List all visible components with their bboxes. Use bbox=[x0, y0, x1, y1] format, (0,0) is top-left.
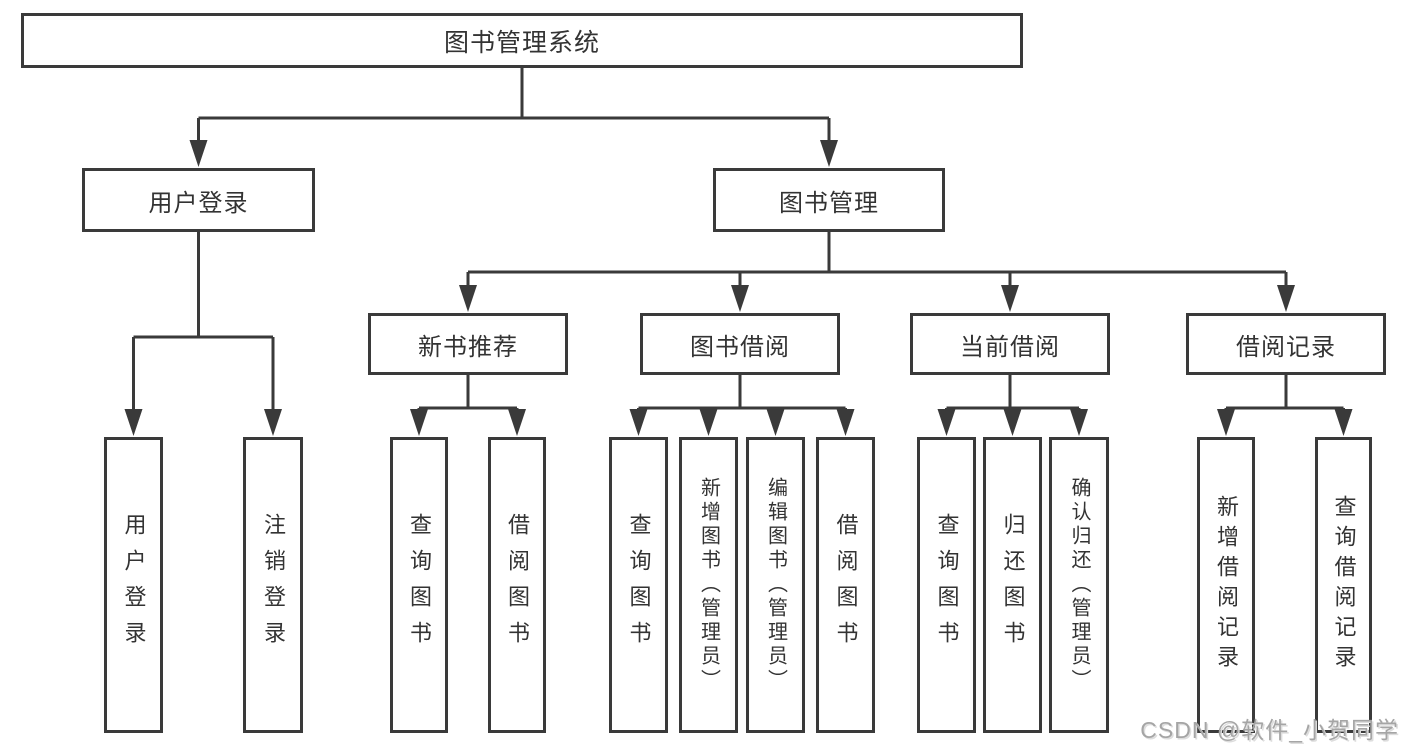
arrowhead-icon bbox=[1003, 409, 1022, 436]
arrowhead-icon bbox=[508, 409, 526, 436]
leaf-query-books-borrow: 查询图书 bbox=[609, 437, 668, 733]
arrowhead-icon bbox=[766, 409, 785, 436]
arrowhead-icon bbox=[189, 140, 208, 167]
arrowhead-icon bbox=[820, 140, 838, 167]
leaf-confirm-return-admin: 确认归还（管理员） bbox=[1049, 437, 1109, 733]
leaf-edit-books-admin: 编辑图书（管理员） bbox=[746, 437, 805, 733]
leaf-return-books: 归还图书 bbox=[983, 437, 1042, 733]
arrowhead-icon bbox=[629, 409, 648, 436]
node-root-library-system: 图书管理系统 bbox=[21, 13, 1023, 68]
arrowhead-icon bbox=[459, 285, 477, 312]
leaf-user-login: 用户登录 bbox=[104, 437, 163, 733]
leaf-add-borrow-record: 新增借阅记录 bbox=[1197, 437, 1255, 733]
arrowhead-icon bbox=[1001, 285, 1019, 312]
leaf-logout: 注销登录 bbox=[243, 437, 303, 733]
node-book-management: 图书管理 bbox=[713, 168, 945, 232]
node-user-login: 用户登录 bbox=[82, 168, 315, 232]
arrowhead-icon bbox=[264, 409, 282, 436]
arrowhead-icon bbox=[124, 409, 143, 436]
node-borrow-records: 借阅记录 bbox=[1186, 313, 1386, 375]
leaf-query-books-current: 查询图书 bbox=[917, 437, 976, 733]
arrowhead-icon bbox=[1070, 409, 1088, 436]
leaf-borrow-books-recommend: 借阅图书 bbox=[488, 437, 546, 733]
arrowhead-icon bbox=[699, 409, 718, 436]
arrowhead-icon bbox=[1277, 285, 1295, 312]
arrowhead-icon bbox=[731, 285, 749, 312]
leaf-add-books-admin: 新增图书（管理员） bbox=[679, 437, 738, 733]
leaf-query-books-recommend: 查询图书 bbox=[390, 437, 448, 733]
leaf-borrow-books-borrow: 借阅图书 bbox=[816, 437, 875, 733]
watermark: CSDN @软件_小贺同学 bbox=[1140, 717, 1399, 743]
node-new-book-recommend: 新书推荐 bbox=[368, 313, 568, 375]
node-current-borrow: 当前借阅 bbox=[910, 313, 1110, 375]
arrowhead-icon bbox=[937, 409, 956, 436]
arrowhead-icon bbox=[1334, 409, 1353, 436]
node-book-borrow: 图书借阅 bbox=[640, 313, 840, 375]
arrowhead-icon bbox=[1217, 409, 1235, 436]
leaf-query-borrow-record: 查询借阅记录 bbox=[1315, 437, 1372, 733]
arrowhead-icon bbox=[836, 409, 855, 436]
arrowhead-icon bbox=[410, 409, 428, 436]
